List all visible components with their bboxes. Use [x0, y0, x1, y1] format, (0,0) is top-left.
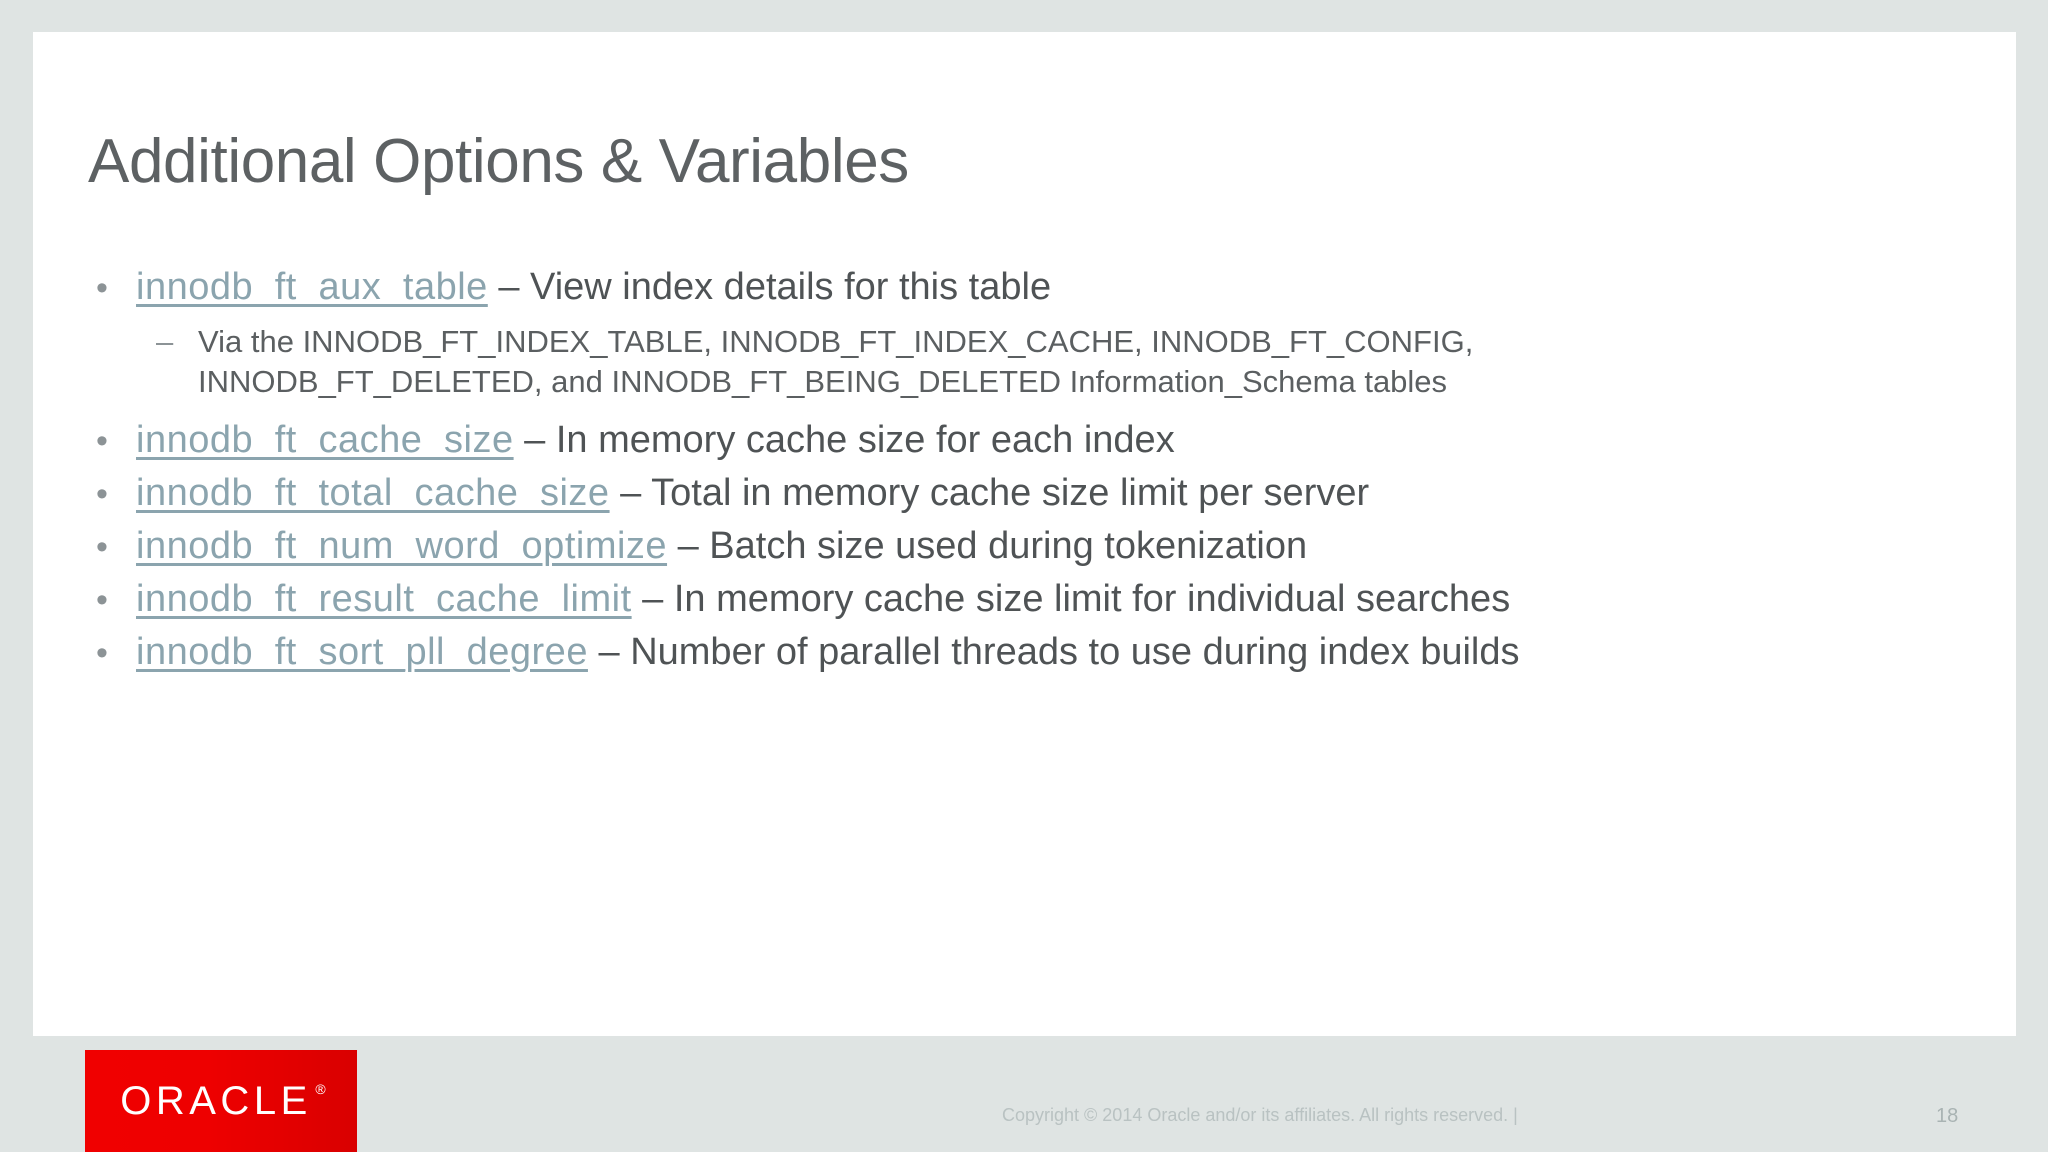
- variable-link[interactable]: innodb_ft_num_word_optimize: [136, 524, 668, 567]
- sub-bullet-marker-icon: –: [156, 323, 174, 359]
- variable-link[interactable]: innodb_ft_sort_pll_degree: [136, 630, 588, 673]
- variable-description: – Batch size used during tokenization: [667, 524, 1308, 567]
- bullet-marker-icon: •: [96, 422, 108, 461]
- list-item: • innodb_ft_total_cache_size – Total in m…: [88, 470, 1988, 518]
- sub-bullet-line-1: Via the INNODB_FT_INDEX_TABLE, INNODB_FT…: [198, 323, 1474, 359]
- list-item: • innodb_ft_aux_table – View index detail…: [88, 264, 1988, 312]
- oracle-logo-text: ORACLE®: [120, 1078, 326, 1124]
- variable-description: – Number of parallel threads to use duri…: [587, 630, 1520, 673]
- variable-link[interactable]: innodb_ft_aux_table: [136, 266, 488, 308]
- sub-bullet-line-2: INNODB_FT_DELETED, and INNODB_FT_BEING_D…: [198, 363, 1448, 399]
- bullet-marker-icon: •: [96, 633, 108, 672]
- registered-trademark-icon: ®: [315, 1080, 326, 1097]
- bullet-marker-icon: •: [96, 527, 108, 566]
- bullet-marker-icon: •: [96, 475, 108, 514]
- oracle-logo: ORACLE®: [85, 1050, 357, 1152]
- variable-description: – View index details for this table: [487, 266, 1052, 308]
- variable-link[interactable]: innodb_ft_result_cache_limit: [136, 577, 632, 620]
- variable-link[interactable]: innodb_ft_total_cache_size: [136, 472, 610, 515]
- copyright-text: Copyright © 2014 Oracle and/or its affil…: [1002, 1105, 1518, 1125]
- list-item: • innodb_ft_num_word_optimize – Batch siz…: [88, 523, 1988, 571]
- oracle-wordmark: ORACLE: [120, 1078, 312, 1123]
- bullet-marker-icon: •: [96, 580, 108, 619]
- variable-link[interactable]: innodb_ft_cache_size: [136, 419, 514, 462]
- variable-description: – Total in memory cache size limit per s…: [609, 472, 1370, 515]
- sub-list-item: – Via the INNODB_FT_INDEX_TABLE, INNODB_…: [88, 322, 1958, 401]
- variable-description: – In memory cache size for each index: [513, 419, 1175, 462]
- variable-description: – In memory cache size limit for individ…: [631, 577, 1511, 620]
- page-number: 18: [1936, 1105, 1959, 1127]
- slide-content-panel: Additional Options & Variables • innodb_f…: [33, 32, 2016, 1036]
- list-item: • innodb_ft_sort_pll_degree – Number of p…: [88, 629, 1988, 677]
- list-item: • innodb_ft_result_cache_limit – In memor…: [88, 576, 1988, 624]
- bullet-list: • innodb_ft_aux_table – View index detail…: [88, 264, 1988, 682]
- bullet-marker-icon: •: [96, 269, 108, 307]
- list-item: • innodb_ft_cache_size – In memory cache …: [88, 417, 1988, 465]
- page-title: Additional Options & Variables: [88, 127, 909, 196]
